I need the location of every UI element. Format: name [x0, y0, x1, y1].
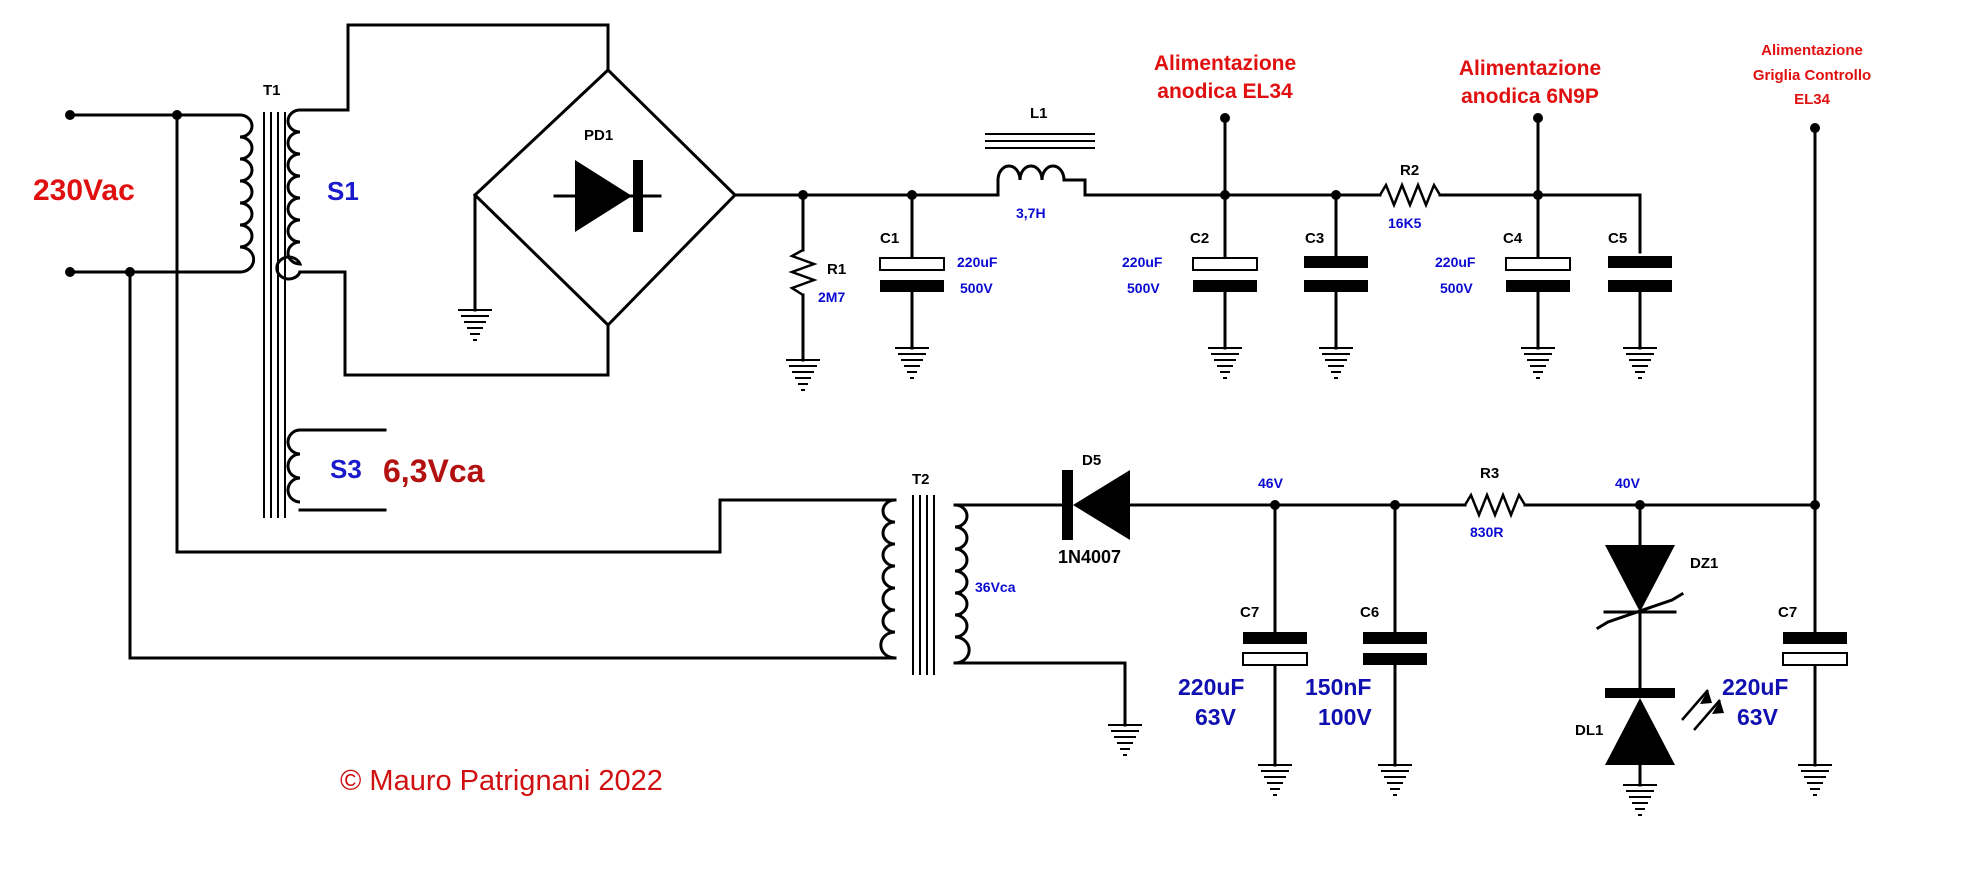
- capacitor-c1: C1 220uF 500V: [879, 230, 998, 296]
- c1-label: C1: [880, 230, 899, 247]
- resistor-r2: R2 16K5: [1378, 162, 1442, 231]
- c1-value: 220uF: [957, 254, 998, 270]
- ground-symbol: [786, 359, 820, 391]
- t1-s3-label: S3: [330, 454, 362, 484]
- c6-rating: 100V: [1318, 704, 1372, 730]
- n9p-anode-tap: [1533, 113, 1543, 123]
- c3-label: C3: [1305, 230, 1324, 247]
- node-46v: 46V: [1258, 475, 1284, 491]
- r3-value: 830R: [1470, 524, 1503, 540]
- filament-voltage-label: 6,3Vca: [383, 453, 485, 489]
- c7-right-value: 220uF: [1722, 674, 1788, 700]
- resistor-r1: R1 2M7: [788, 243, 846, 305]
- node-40v: 40V: [1615, 475, 1641, 491]
- grid-control-note-line3: EL34: [1794, 91, 1831, 108]
- grid-control-note: Alimentazione Griglia Controllo EL34: [1753, 42, 1871, 108]
- c4-value: 220uF: [1435, 254, 1476, 270]
- zener-dz1: DZ1: [1595, 545, 1718, 631]
- inductor-l1: L1 3,7H: [985, 105, 1095, 221]
- r1-label: R1: [827, 261, 846, 278]
- c4-rating: 500V: [1440, 280, 1473, 296]
- capacitor-c7-right: C7 220uF 63V: [1722, 604, 1848, 730]
- ground-symbols: [458, 309, 1832, 816]
- transformer-t2: T2 36Vca: [879, 471, 1016, 675]
- l1-label: L1: [1030, 105, 1048, 122]
- wiring: [68, 23, 1817, 787]
- c6-value: 150nF: [1305, 674, 1371, 700]
- r1-value: 2M7: [818, 289, 845, 305]
- t2-label: T2: [912, 471, 930, 488]
- el34-anode-tap: [1220, 113, 1230, 123]
- c7-left-label: C7: [1240, 604, 1259, 621]
- grid-control-note-line1: Alimentazione: [1761, 42, 1863, 59]
- ground-symbol: [1623, 347, 1657, 379]
- n9p-anode-note-line1: Alimentazione: [1459, 57, 1601, 80]
- capacitor-c5: C5: [1608, 230, 1672, 292]
- n9p-anode-note-line2: anodica 6N9P: [1461, 85, 1599, 108]
- r3-label: R3: [1480, 465, 1499, 482]
- c2-label: C2: [1190, 230, 1209, 247]
- mains-terminal-n: [65, 267, 75, 277]
- led-dl1: DL1: [1575, 688, 1724, 765]
- c4-label: C4: [1503, 230, 1523, 247]
- capacitor-c4: C4 220uF 500V: [1435, 230, 1571, 296]
- c7-left-value: 220uF: [1178, 674, 1244, 700]
- bridge-rectifier-pd1: PD1: [472, 67, 738, 328]
- t1-s1-label: S1: [327, 176, 359, 206]
- junctions: [65, 110, 1820, 510]
- t1-label: T1: [263, 82, 281, 99]
- ground-symbol: [1378, 764, 1412, 796]
- c2-rating: 500V: [1127, 280, 1160, 296]
- copyright: © Mauro Patrignani 2022: [340, 765, 663, 797]
- c5-label: C5: [1608, 230, 1627, 247]
- el34-anode-note: Alimentazione anodica EL34: [1154, 52, 1296, 103]
- el34-anode-note-line1: Alimentazione: [1154, 52, 1296, 75]
- ground-symbol: [1258, 764, 1292, 796]
- mains-terminal-l: [65, 110, 75, 120]
- diode-d5: D5 1N4007: [1058, 452, 1130, 567]
- grid-control-note-line2: Griglia Controllo: [1753, 67, 1871, 84]
- l1-value: 3,7H: [1016, 205, 1046, 221]
- ground-symbol: [1208, 347, 1242, 379]
- capacitor-c3: C3: [1304, 230, 1368, 292]
- c7-right-rating: 63V: [1737, 704, 1779, 730]
- c7-right-label: C7: [1778, 604, 1797, 621]
- resistor-r3: R3 830R: [1463, 465, 1527, 540]
- d5-part: 1N4007: [1058, 547, 1121, 567]
- c7-left-rating: 63V: [1195, 704, 1237, 730]
- transformer-t1: T1 S1 S3: [239, 82, 387, 518]
- capacitor-c7-left: C7 220uF 63V: [1178, 604, 1308, 730]
- ground-symbol: [1623, 784, 1657, 816]
- dl1-label: DL1: [1575, 722, 1603, 739]
- d5-label: D5: [1082, 452, 1101, 469]
- t2-secondary-voltage: 36Vca: [975, 579, 1016, 595]
- c2-value: 220uF: [1122, 254, 1163, 270]
- el34-anode-note-line2: anodica EL34: [1157, 80, 1293, 103]
- r2-label: R2: [1400, 162, 1419, 179]
- ground-symbol: [1798, 764, 1832, 796]
- c1-rating: 500V: [960, 280, 993, 296]
- dz1-label: DZ1: [1690, 555, 1718, 572]
- mains-voltage-label: 230Vac: [33, 174, 135, 207]
- ground-symbol: [1521, 347, 1555, 379]
- grid-bias-tap: [1810, 123, 1820, 133]
- n9p-anode-note: Alimentazione anodica 6N9P: [1459, 57, 1601, 108]
- capacitor-c6: C6 150nF 100V: [1305, 604, 1427, 730]
- ground-symbol: [458, 309, 492, 341]
- c6-label: C6: [1360, 604, 1379, 621]
- pd1-label: PD1: [584, 127, 613, 144]
- ground-symbol: [895, 347, 929, 379]
- ground-symbol: [1108, 724, 1142, 756]
- ground-symbol: [1319, 347, 1353, 379]
- capacitor-c2: C2 220uF 500V: [1122, 230, 1258, 296]
- r2-value: 16K5: [1388, 215, 1422, 231]
